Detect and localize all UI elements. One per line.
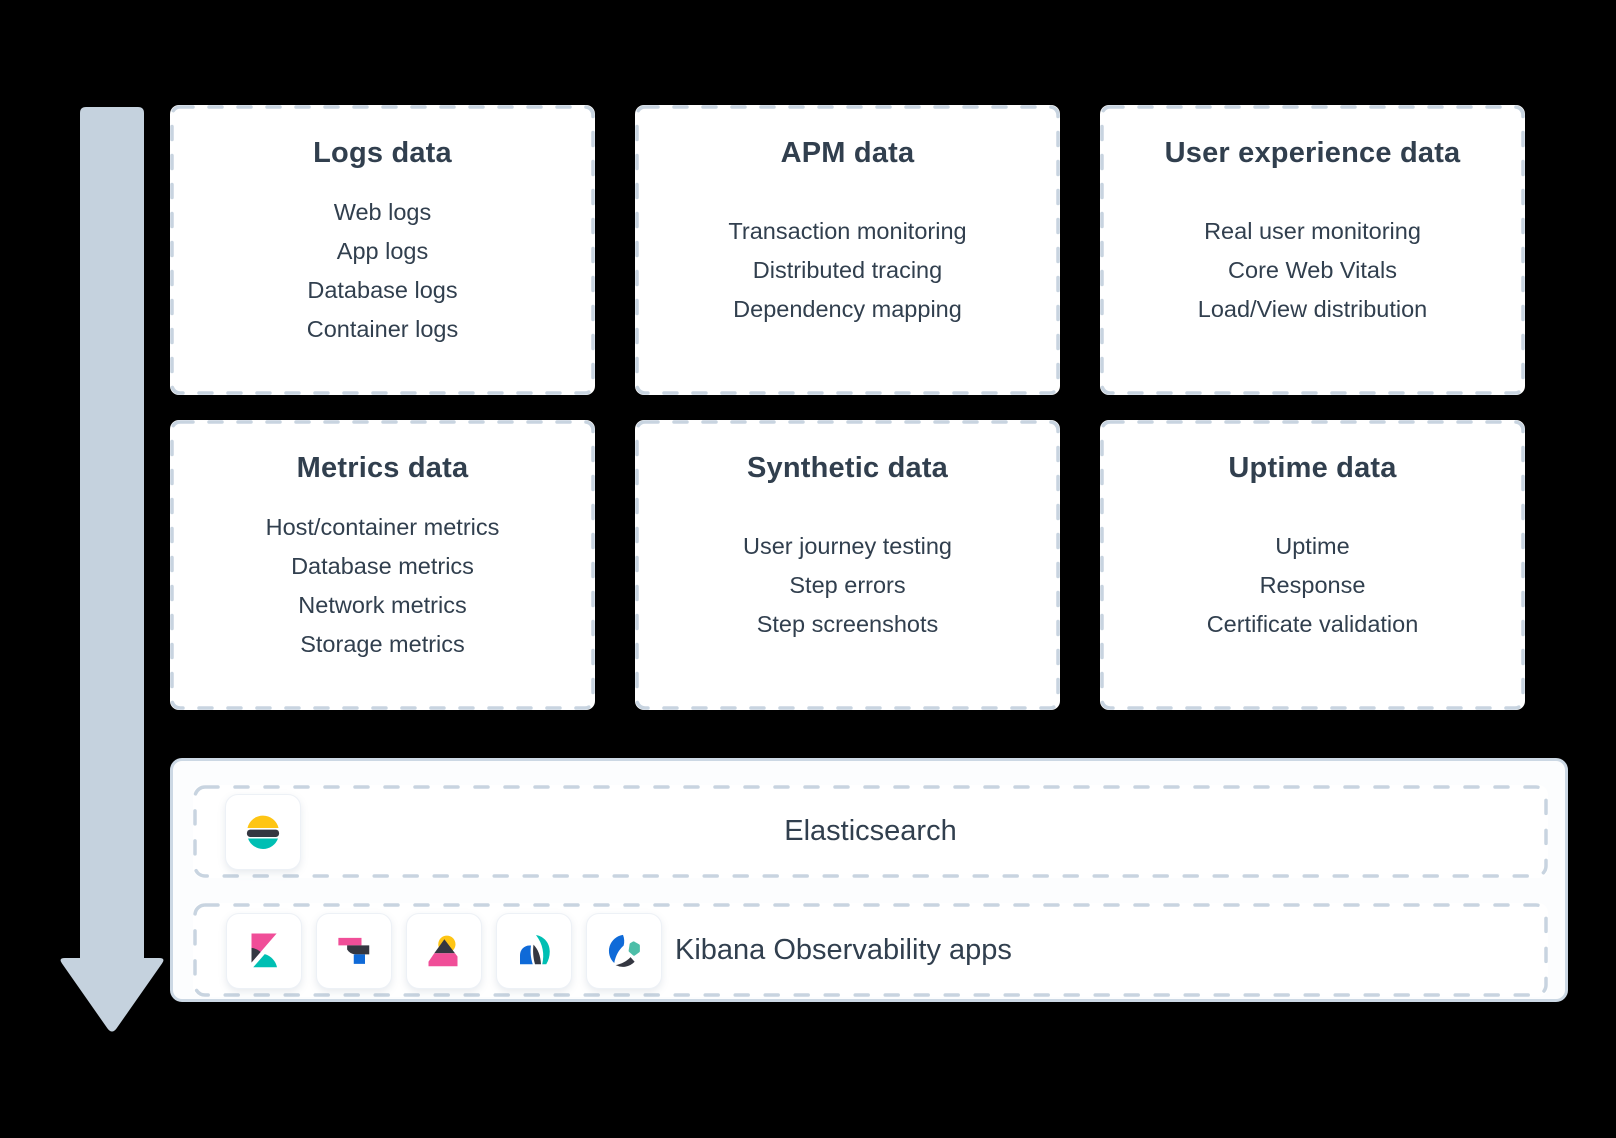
card-title: Metrics data: [296, 452, 469, 484]
kibana-row: Kibana Observability apps: [193, 903, 1548, 997]
card-title: Synthetic data: [746, 452, 948, 484]
uptime-data-card: Uptime data Uptime Response Certificate …: [1100, 420, 1525, 710]
logs-data-card: Logs data Web logs App logs Database log…: [170, 105, 595, 395]
elasticsearch-logo-icon: [246, 815, 280, 849]
card-item: Storage metrics: [300, 630, 465, 657]
card-item: Host/container metrics: [265, 513, 500, 540]
metrics-app-icon-card: [406, 913, 482, 989]
card-item: App logs: [336, 237, 429, 264]
metrics-app-icon: [428, 935, 458, 967]
card-item: Transaction monitoring: [728, 218, 967, 244]
apm-data-card: APM data Transaction monitoring Distribu…: [635, 105, 1060, 395]
elastic-stack-panel: Elasticsearch: [170, 758, 1568, 1002]
apm-app-icon: [520, 935, 550, 965]
card-title: User experience data: [1164, 137, 1461, 169]
card-item: Web logs: [333, 198, 432, 225]
card-item: Distributed tracing: [752, 257, 943, 283]
kibana-label: Kibana Observability apps: [675, 903, 1012, 997]
uptime-app-icon-card: [586, 913, 662, 989]
card-item: Container logs: [306, 315, 459, 342]
elasticsearch-icon-card: [225, 794, 301, 870]
card-item: Real user monitoring: [1204, 218, 1421, 244]
logs-app-icon-card: [316, 913, 392, 989]
card-item: Network metrics: [298, 591, 467, 618]
apm-app-icon-card: [496, 913, 572, 989]
elasticsearch-label-text: Elasticsearch: [784, 815, 957, 847]
logs-app-icon: [338, 937, 370, 964]
card-item: Database logs: [307, 276, 458, 303]
card-item: Dependency mapping: [733, 296, 962, 322]
kibana-label-text: Kibana Observability apps: [675, 933, 1012, 966]
card-item: Response: [1259, 572, 1366, 598]
kibana-logo-icon: [251, 933, 277, 968]
card-item: Certificate validation: [1206, 611, 1419, 637]
uptime-app-icon: [608, 934, 640, 967]
card-item: Core Web Vitals: [1228, 257, 1397, 283]
kibana-icon-card: [226, 913, 302, 989]
card-item: Database metrics: [291, 552, 474, 579]
card-title: Uptime data: [1228, 452, 1397, 484]
elasticsearch-label: Elasticsearch: [193, 785, 1548, 878]
card-item: Step screenshots: [756, 611, 939, 637]
card-item: Load/View distribution: [1197, 296, 1428, 322]
elasticsearch-row: Elasticsearch: [193, 785, 1548, 878]
metrics-data-card: Metrics data Host/container metrics Data…: [170, 420, 595, 710]
card-title: APM data: [780, 137, 915, 169]
data-flow-arrow: [60, 107, 164, 1032]
synthetic-data-card: Synthetic data User journey testing Step…: [635, 420, 1060, 710]
user-experience-data-card: User experience data Real user monitorin…: [1100, 105, 1525, 395]
card-item: Step errors: [789, 572, 906, 598]
card-title: Logs data: [313, 137, 452, 169]
card-item: User journey testing: [743, 533, 952, 559]
card-item: Uptime: [1275, 533, 1350, 559]
